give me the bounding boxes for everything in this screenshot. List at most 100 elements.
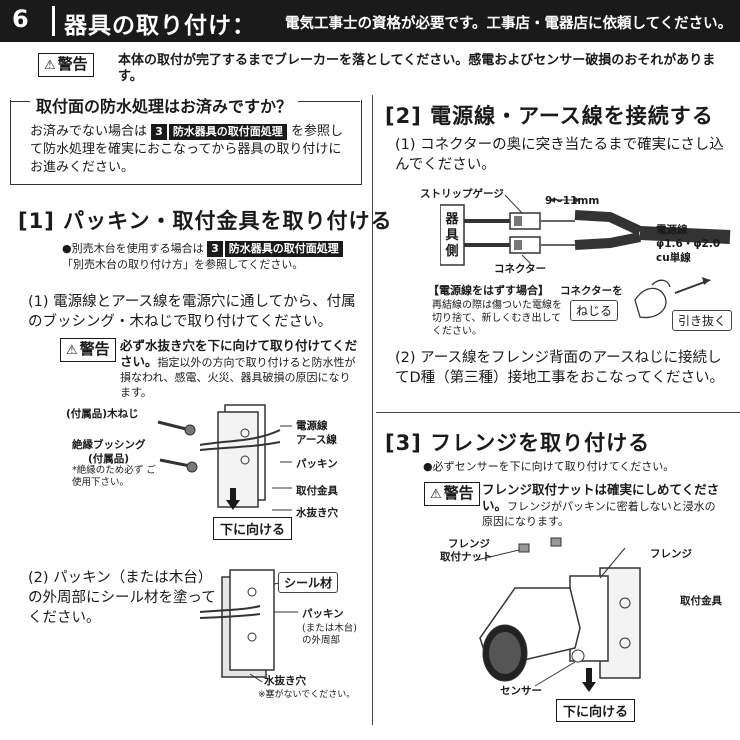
face-down-text-1: 下に向ける [213, 517, 293, 540]
remove-title: 【電源線をはずす場合】 [428, 284, 549, 297]
label-sensor: センサー [500, 685, 542, 697]
pull-label: 引き抜く [672, 310, 733, 331]
section3-warning-badge: ⚠警告 [424, 482, 480, 506]
label-bracket: 取付金具 [296, 485, 338, 497]
waterproof-check-box [10, 100, 362, 185]
seal-diagram [200, 569, 298, 683]
label-bushing-sub: (付属品) [88, 453, 130, 465]
section1-note-tag-number: 3 [207, 241, 225, 257]
wire-pull-icon [674, 277, 711, 294]
section1-warning-badge: ⚠警告 [60, 338, 116, 362]
screw-icon [157, 420, 196, 436]
section3-warning-bold: フレンジ取付ナットは確実にしめてください。 [482, 482, 720, 513]
warning-triangle-icon: ⚠ [44, 58, 56, 73]
face-down-text-3: 下に向ける [556, 699, 636, 722]
column-divider [372, 95, 373, 725]
label-power-line-2: 電源線 [656, 224, 688, 236]
flange-install-diagram [476, 537, 641, 692]
section3-title: [3] フレンジを取り付ける [385, 431, 651, 455]
label-drain: 水抜き穴 [296, 507, 338, 519]
warning-label: 警告 [57, 55, 88, 73]
power-wire-icon [540, 210, 731, 250]
label-strip-gauge: ストリップゲージ [420, 188, 504, 200]
section1-step2: (2) パッキン（または木台）の外周部にシール材を塗ってください。 [28, 570, 216, 626]
top-warning-text: 本体の取付が完了するまでブレーカーを落としてください。感電およびセンサー破損のお… [118, 53, 716, 84]
wire-connection-diagram [440, 194, 731, 319]
section2-title: [2] 電源線・アース線を接続する [385, 104, 714, 128]
warning-label: 警告 [443, 484, 474, 502]
label-power-line: 電源線 [296, 420, 328, 432]
section2-step2: (2) アース線をフレンジ背面のアースねじに接続してD種（第三種）接地工事をおこ… [395, 350, 725, 386]
bracket-plate-icon [217, 404, 266, 508]
hand-icon [634, 279, 671, 319]
seal-label: シール材 [278, 572, 339, 593]
label-drain-note: ※塞がないでください。 [258, 690, 356, 700]
label-packing-2-sub: (または木台) [302, 623, 357, 634]
section3-note: ●必ずセンサーを下に向けて取り付けてください。 [423, 460, 675, 473]
header-separator [52, 6, 55, 36]
label-drain-2: 水抜き穴 [264, 675, 306, 687]
section-title: 器具の取り付け： [64, 13, 256, 39]
section3-warning-detail: フレンジがパッキンに密着しないと浸水の原因になります。 [482, 500, 716, 528]
label-flange-nut: フレンジ [448, 538, 490, 550]
waterproof-text-after: を参照して防水処理を確実におこなってから器具の取り付けにお進みください。 [30, 124, 343, 175]
label-fixture-side: 器具側 [445, 212, 459, 259]
waterproof-text-before: お済みでない場合は [30, 124, 148, 139]
waterproof-tag-number: 3 [151, 124, 169, 140]
section1-title: [1] パッキン・取付金具を取り付ける [18, 209, 393, 233]
section1-warning-text: 必ず水抜き穴を下に向けて取り付けてください。指定以外の方向で取り付けると防水性が… [120, 338, 360, 400]
cable-icon [199, 429, 281, 451]
warning-label: 警告 [79, 340, 110, 358]
connector-icon [509, 212, 541, 254]
label-bracket-3: 取付金具 [680, 595, 722, 607]
section3-warning-text: フレンジ取付ナットは確実にしめてください。フレンジがパッキンに密着しないと浸水の… [482, 482, 722, 529]
label-flange-nut-2: 取付ナット [440, 551, 493, 563]
label-strip-length: 9～11mm [545, 195, 600, 207]
face-down-label-1: 下に向ける [213, 517, 293, 540]
section1-note-after: 「別売木台の取り付け方」を参照してください。 [62, 258, 304, 271]
top-warning-badge: ⚠警告 [38, 53, 94, 77]
twist-label-box: ねじる [570, 300, 619, 321]
seal-label-box: シール材 [278, 572, 339, 593]
face-down-label-3: 下に向ける [556, 699, 636, 722]
warning-triangle-icon: ⚠ [430, 487, 442, 502]
fixture-side-box-icon [440, 204, 465, 266]
right-section-divider [376, 412, 740, 413]
bracket-install-diagram [157, 404, 292, 511]
label-diameter: φ1.6・φ2.0 [656, 238, 721, 250]
section1-note-before: ●別売木台を使用する場合は [62, 242, 204, 255]
label-cu: cu単線 [656, 252, 691, 264]
label-packing-2: パッキン [302, 608, 344, 620]
flange-nut-icon [518, 537, 562, 553]
label-connector: コネクター [494, 263, 547, 275]
pull-label-box: 引き抜く [672, 310, 733, 331]
down-arrow-icon [582, 668, 596, 692]
section1-note-tag-label: 防水器具の取付面処理 [224, 241, 343, 257]
cable-icon [200, 605, 261, 619]
waterproof-tag-label: 防水器具の取付面処理 [168, 124, 287, 140]
label-earth-line: アース線 [296, 434, 337, 446]
label-connector-2: コネクターを [560, 285, 623, 297]
label-flange: フレンジ [650, 548, 692, 560]
label-packing-2-sub2: の外周部 [302, 635, 341, 646]
section1-step1: (1) 電源線とアース線を電源穴に通してから、付属のブッシング・木ねじで取り付け… [28, 294, 356, 330]
light-fixture-icon [479, 587, 581, 682]
warning-triangle-icon: ⚠ [66, 343, 78, 358]
waterproof-title: 取付面の防水処理はお済みですか？ [30, 93, 299, 117]
section-number: 6 [12, 5, 29, 33]
sensor-icon [571, 649, 585, 663]
section-header: 6 器具の取り付け： 電気工事士の資格が必要です。工事店・電器店に依頼してくださ… [0, 0, 740, 42]
section1-warning-detail: 指定以外の方向で取り付けると防水性が損なわれ、感電、火災、器具破損の原因になりま… [120, 356, 356, 399]
section-subtitle: 電気工事士の資格が必要です。工事店・電器店に依頼してください。 [285, 16, 733, 32]
label-packing: パッキン [296, 458, 338, 470]
twist-label: ねじる [570, 300, 619, 321]
label-bushing: 絶縁ブッシング [72, 439, 146, 451]
label-bushing-note: *絶縁のため必ず ご使用下さい。 [72, 465, 156, 488]
remove-text: 再結線の際は傷ついた電線を切り捨て、新しくむき出してください。 [432, 300, 562, 337]
packing-plate-icon [221, 569, 275, 678]
bushing-icon [159, 458, 198, 473]
down-arrow-icon [226, 488, 240, 510]
section1-warning-bold: 必ず水抜き穴を下に向けて取り付けてください。 [120, 338, 358, 369]
